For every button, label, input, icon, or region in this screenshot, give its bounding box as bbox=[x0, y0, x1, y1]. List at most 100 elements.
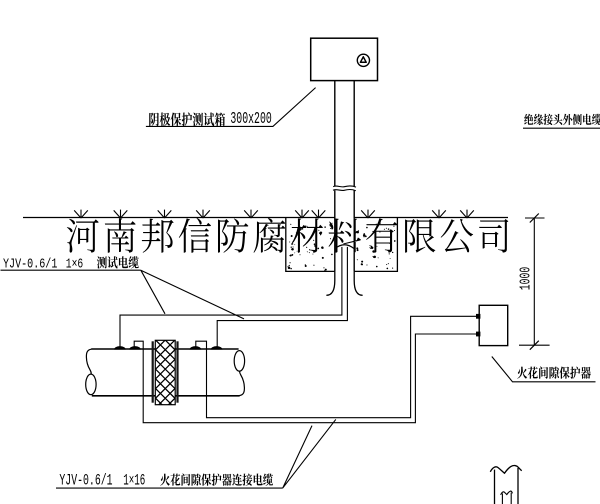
label-test-box-size: 300x200 bbox=[230, 110, 271, 130]
dimension-slash-top bbox=[529, 213, 540, 223]
leader-test-cable bbox=[0, 269, 245, 320]
grass-mark bbox=[157, 209, 172, 219]
pipe-break-left bbox=[85, 348, 97, 396]
glyph bbox=[328, 218, 361, 253]
label-insulated-joint-cable: 绝缘接头外侧电缆 bbox=[523, 113, 600, 129]
label-protector-cable-spec-value: YJV-0.6/1 bbox=[59, 471, 112, 489]
spark-gap-protector-box bbox=[478, 304, 509, 347]
protector-terminal-upper bbox=[476, 313, 481, 319]
grass-mark bbox=[459, 209, 475, 219]
grass-blade-right bbox=[202, 210, 211, 219]
foundation-group bbox=[285, 217, 399, 273]
grass-mark bbox=[431, 209, 447, 219]
break-loop bbox=[233, 350, 246, 372]
grass-blade-left bbox=[195, 210, 204, 219]
conduit-flare-right bbox=[353, 271, 363, 296]
grass-mark bbox=[294, 209, 310, 219]
grass-blade-left bbox=[360, 210, 369, 219]
grass-blade-right bbox=[301, 210, 310, 219]
grass-blade-left bbox=[431, 210, 440, 219]
dimension-text-group: 1000 bbox=[518, 267, 535, 290]
dimension-slash-bottom bbox=[529, 340, 540, 351]
grass-blade-right bbox=[80, 210, 89, 219]
glyph bbox=[440, 218, 474, 253]
grass-blade-right bbox=[318, 210, 326, 219]
weld-point bbox=[114, 346, 126, 350]
casing-break-wave bbox=[489, 464, 523, 475]
grass-blade-left bbox=[243, 210, 252, 219]
grass-marks bbox=[73, 209, 475, 219]
protector-terminal-lower bbox=[476, 331, 481, 337]
glyph bbox=[405, 219, 436, 253]
glyph bbox=[440, 218, 474, 253]
grass-blade-right bbox=[438, 210, 447, 219]
dimension-value: 1000 bbox=[518, 267, 535, 290]
dimension-group bbox=[519, 213, 550, 351]
label-test-cable-spec-value: YJV-0.6/1 bbox=[3, 256, 57, 272]
pipe-section-symbol bbox=[489, 464, 523, 504]
grass-mark bbox=[73, 209, 89, 219]
protector-cable-right bbox=[195, 315, 477, 419]
post-break-upper bbox=[332, 185, 357, 188]
joint-crosshatch bbox=[155, 340, 176, 405]
grass-mark bbox=[195, 209, 211, 219]
grass-blade-left bbox=[113, 210, 121, 219]
grass-blade-right bbox=[367, 210, 376, 219]
grass-blade-left bbox=[459, 210, 468, 219]
test-cable-right bbox=[216, 246, 348, 348]
post-break-lower bbox=[332, 188, 357, 192]
grass-mark bbox=[243, 209, 259, 219]
break-loop bbox=[85, 373, 97, 396]
dimension-text-scale: 1000 bbox=[518, 267, 535, 290]
foundation-outline bbox=[285, 217, 399, 273]
grass-mark bbox=[311, 209, 326, 219]
inner-pipe-break-wave bbox=[500, 490, 513, 496]
label-protector-cable-spec: YJV-0.6/1 bbox=[59, 471, 112, 489]
joint-crosshatch-clip bbox=[155, 340, 176, 405]
label-test-cable-spec: YJV-0.6/1 bbox=[3, 256, 57, 272]
protector-group bbox=[133, 304, 509, 424]
conduit-group bbox=[119, 244, 363, 348]
grass-mark bbox=[113, 209, 128, 219]
joint-plate-left bbox=[151, 341, 154, 403]
grass-mark bbox=[360, 209, 376, 219]
label-protector-cable: YJV-0.6/1 1×16 火花间隙保护器连接电缆 bbox=[56, 419, 337, 489]
leader-protector-cable bbox=[56, 419, 337, 489]
grass-blade-left bbox=[73, 210, 82, 219]
ground-terminal-triangle-icon bbox=[359, 56, 367, 64]
test-cable-left bbox=[119, 246, 343, 348]
grass-blade-left bbox=[294, 210, 303, 219]
grass-blade-right bbox=[164, 210, 172, 219]
leader-spark-gap-protector bbox=[491, 356, 596, 383]
grass-blade-right bbox=[466, 210, 475, 219]
label-protector-cable-count: 1×16 bbox=[123, 472, 145, 489]
test-box-group bbox=[309, 37, 379, 272]
grass-blade-right bbox=[120, 210, 128, 219]
ground-group bbox=[23, 209, 508, 219]
joint-plate-right bbox=[176, 341, 179, 403]
label-test-cable-count-value: 1×6 bbox=[66, 256, 83, 272]
glyph bbox=[328, 218, 361, 253]
grass-blade-left bbox=[311, 210, 319, 219]
test-box bbox=[309, 37, 379, 82]
weld-points bbox=[114, 346, 223, 350]
label-test-box: 300x200 阴极保护测试箱 bbox=[145, 87, 316, 130]
grass-blade-left bbox=[157, 210, 165, 219]
label-protector-cable-count-value: 1×16 bbox=[123, 472, 145, 489]
ground-terminal-icon bbox=[356, 53, 371, 68]
leader-test-box bbox=[145, 87, 316, 127]
weld-point bbox=[129, 346, 141, 350]
break-curve bbox=[238, 370, 246, 397]
label-test-box-size-value: 300x200 bbox=[230, 110, 271, 130]
label-spark-gap-protector: 火花间隙保护器 bbox=[491, 356, 596, 383]
label-test-cable: YJV-0.6/1 1×6 测试电缆 bbox=[0, 256, 245, 320]
grass-blade-right bbox=[250, 210, 259, 219]
glyph bbox=[217, 218, 249, 253]
conduit-flare-left bbox=[326, 271, 336, 296]
glyph bbox=[253, 218, 286, 253]
pipe-break-right bbox=[233, 350, 246, 397]
pipeline-group bbox=[85, 339, 246, 406]
protector-cable-left bbox=[133, 333, 477, 424]
